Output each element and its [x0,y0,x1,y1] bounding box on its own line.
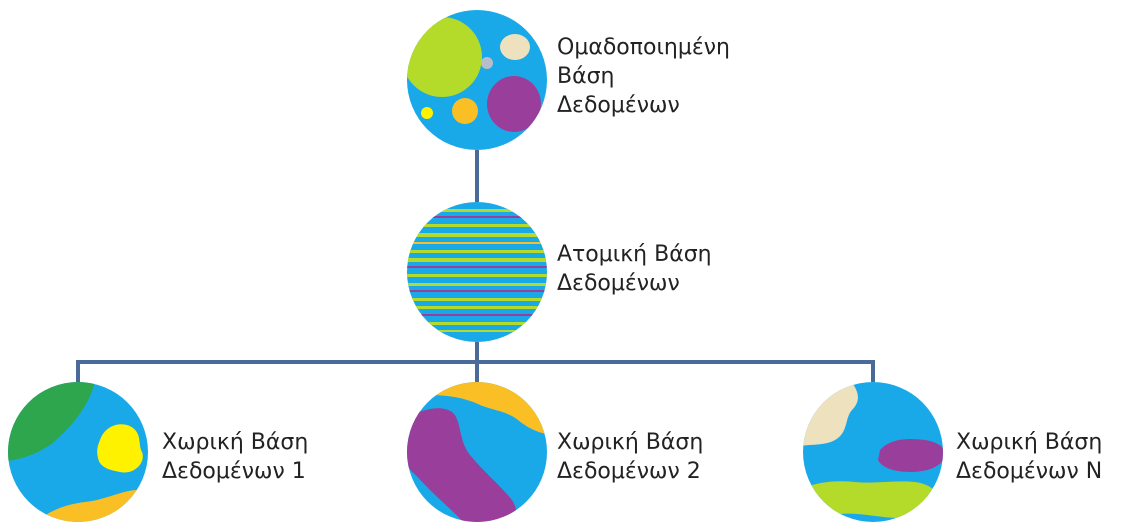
local-database-1-globe [8,382,148,522]
atomic-label-line-1: Ατομική Βάση [557,242,712,267]
federated-label-line-2: Βάση [557,64,615,89]
local-database-1-label: Χωρική Βάση Δεδομένων 1 [162,428,308,486]
local-n-label-line-2: Δεδομένων N [956,459,1103,484]
local-database-n-label: Χωρική Βάση Δεδομένων N [956,428,1102,486]
federated-database-label: Ομαδοποιημένη Βάση Δεδομένων [557,33,730,120]
atomic-database-label: Ατομική Βάση Δεδομένων [557,240,712,298]
local-2-label-line-2: Δεδομένων 2 [557,459,701,484]
atomic-database-globe [407,202,547,342]
federated-label-line-3: Δεδομένων [557,93,680,118]
atomic-label-line-2: Δεδομένων [557,271,680,296]
federated-database-globe [407,10,547,150]
local-database-2-globe [407,382,547,522]
local-database-2-label: Χωρική Βάση Δεδομένων 2 [557,428,703,486]
local-n-label-line-1: Χωρική Βάση [956,430,1103,455]
local-2-label-line-1: Χωρική Βάση [557,430,704,455]
local-database-n-globe [803,382,943,522]
connectors [76,150,875,382]
local-1-label-line-2: Δεδομένων 1 [162,459,306,484]
local-1-label-line-1: Χωρική Βάση [162,430,309,455]
federated-label-line-1: Ομαδοποιημένη [557,35,730,60]
